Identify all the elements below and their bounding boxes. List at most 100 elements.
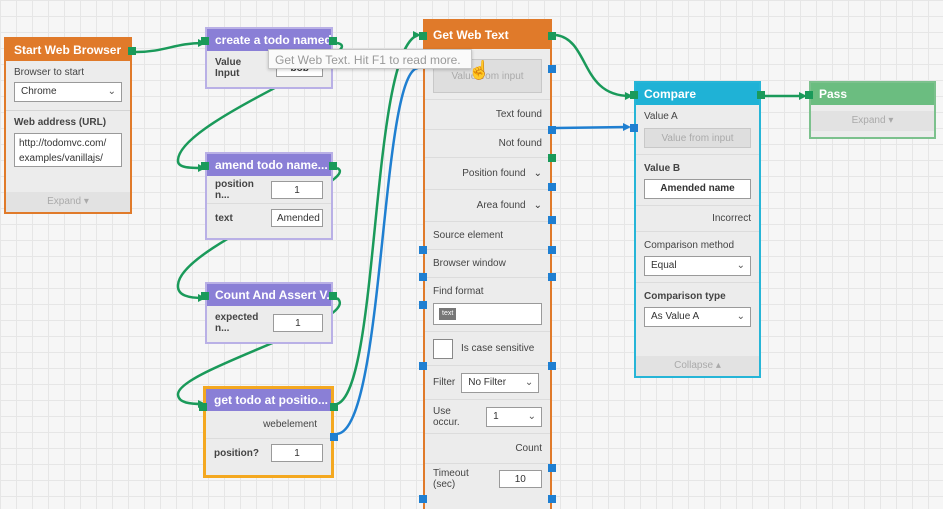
incorrect-label: Incorrect (712, 213, 751, 224)
area-found-label: Area found (476, 200, 526, 211)
filter-select[interactable]: No Filter⌄ (461, 372, 540, 393)
use-occur-label: Use occur. (433, 405, 460, 428)
browser-window-label: Browser window (433, 258, 506, 269)
flow-out-port[interactable] (330, 403, 338, 411)
text-label: text (215, 212, 233, 224)
flow-in-port[interactable] (201, 37, 209, 45)
flow-in-port[interactable] (419, 32, 427, 40)
timeout-out-port[interactable] (548, 495, 556, 503)
find-format-in-port[interactable] (419, 301, 427, 309)
value-a-port[interactable] (630, 124, 638, 132)
text-found-row: Text found (425, 100, 550, 130)
source-element-out-port[interactable] (548, 246, 556, 254)
flow-out-port[interactable] (757, 91, 765, 99)
flow-out-port[interactable] (128, 47, 136, 55)
count-port[interactable] (548, 464, 556, 472)
collapse-button[interactable]: Collapse ▴ (636, 356, 759, 376)
comparison-type-select[interactable]: As Value A ⌄ (644, 307, 751, 327)
find-format-input[interactable]: text (433, 303, 542, 325)
chevron-down-icon: ⌄ (107, 86, 116, 97)
amend-todo-node[interactable]: amend todo name... position n... 1 text … (201, 152, 337, 240)
filter-select-value: No Filter (468, 376, 507, 388)
flow-out-port[interactable] (329, 162, 337, 170)
count-label: Count (515, 443, 542, 454)
get-todo-node[interactable]: get todo at positio... webelement positi… (199, 386, 338, 478)
browser-select[interactable]: Chrome ⌄ (14, 82, 122, 102)
chevron-down-icon: ⌄ (533, 200, 542, 211)
expand-label: Expand (47, 196, 82, 207)
browser-window-out-port[interactable] (548, 273, 556, 281)
timeout-input[interactable]: 10 (498, 470, 542, 488)
expected-input[interactable]: 1 (272, 314, 323, 332)
compare-node[interactable]: Compare Value A Value from input Value B… (630, 81, 765, 378)
start-web-browser-node[interactable]: Start Web Browser Browser to start Chrom… (4, 37, 136, 214)
expand-button[interactable]: Expand ▾ (6, 192, 130, 212)
value-input-label: Value Input (215, 57, 242, 79)
flow-in-port[interactable] (201, 162, 209, 170)
position-input[interactable]: 1 (271, 444, 323, 462)
flow-in-port[interactable] (630, 91, 638, 99)
flow-in-port[interactable] (201, 292, 209, 300)
comparison-type-value: As Value A (651, 311, 700, 322)
pass-node[interactable]: Pass Expand ▾ (805, 81, 936, 139)
not-found-label: Not found (498, 138, 542, 149)
comparison-method-label: Comparison method (644, 240, 735, 251)
area-found-row[interactable]: Area found ⌄ (425, 190, 550, 222)
get-web-text-node[interactable]: Get Web Text Value from input Text found… (419, 19, 556, 509)
chevron-down-icon: ⌄ (527, 410, 536, 422)
expand-label: Expand (851, 115, 886, 126)
position-found-row[interactable]: Position found ⌄ (425, 158, 550, 190)
node-title[interactable]: Compare (636, 83, 759, 105)
node-title[interactable]: create a todo named ... (207, 29, 331, 51)
case-sensitive-row[interactable]: Is case sensitive (425, 332, 550, 366)
value-a-label: Value A (644, 111, 678, 122)
value-in-port[interactable] (548, 65, 556, 73)
position-input[interactable]: 1 (271, 180, 323, 199)
use-occur-select[interactable]: 1⌄ (486, 406, 542, 427)
comparison-method-select[interactable]: Equal⌄ (644, 256, 751, 276)
find-format-label: Find format (433, 286, 484, 297)
flow-in-port[interactable] (199, 403, 207, 411)
node-title[interactable]: Start Web Browser (6, 39, 130, 61)
position-found-port[interactable] (548, 183, 556, 191)
hand-cursor-icon: ☝ (468, 60, 491, 80)
browser-label: Browser to start (14, 67, 85, 78)
not-found-row: Not found (425, 130, 550, 158)
position-found-label: Position found (462, 168, 526, 179)
source-element-in-port[interactable] (419, 246, 427, 254)
webelement-out-port[interactable] (330, 433, 338, 441)
case-sensitive-checkbox[interactable] (433, 338, 453, 359)
node-title[interactable]: get todo at positio... (206, 389, 331, 411)
webelement-label: webelement (263, 419, 317, 430)
source-element-row: Source element (425, 222, 550, 250)
case-sensitive-out-port[interactable] (548, 362, 556, 370)
node-title[interactable]: amend todo name... (207, 154, 331, 176)
node-title[interactable]: Pass (811, 83, 934, 105)
position-label: position n... (215, 178, 254, 201)
text-badge: text (439, 308, 457, 320)
count-assert-node[interactable]: Count And Assert V... expected n... 1 (201, 282, 337, 344)
browser-window-in-port[interactable] (419, 273, 427, 281)
text-found-label: Text found (495, 109, 542, 120)
chevron-down-icon: ⌄ (736, 311, 745, 322)
case-sensitive-in-port[interactable] (419, 362, 427, 370)
timeout-in-port[interactable] (419, 495, 427, 503)
flow-in-port[interactable] (805, 91, 813, 99)
text-found-port[interactable] (548, 126, 556, 134)
expand-button[interactable]: Expand ▾ (811, 111, 934, 131)
not-found-port[interactable] (548, 154, 556, 162)
node-title[interactable]: Count And Assert V... (207, 284, 331, 306)
value-b-input[interactable]: Amended name (644, 179, 751, 199)
flow-out-port[interactable] (548, 32, 556, 40)
node-title[interactable]: Get Web Text (425, 21, 550, 49)
comparison-type-label: Comparison type (644, 291, 726, 302)
case-sensitive-label: Is case sensitive (461, 343, 535, 354)
area-found-port[interactable] (548, 216, 556, 224)
browser-window-row: Browser window (425, 250, 550, 278)
text-input[interactable]: Amended n (271, 209, 323, 227)
url-input[interactable]: http://todomvc.com/ examples/vanillajs/ (14, 133, 122, 167)
value-from-input-button[interactable]: Value from input (644, 128, 751, 148)
flow-out-port[interactable] (329, 292, 337, 300)
chevron-down-icon: ⌄ (533, 168, 542, 179)
flow-out-port[interactable] (329, 37, 337, 45)
